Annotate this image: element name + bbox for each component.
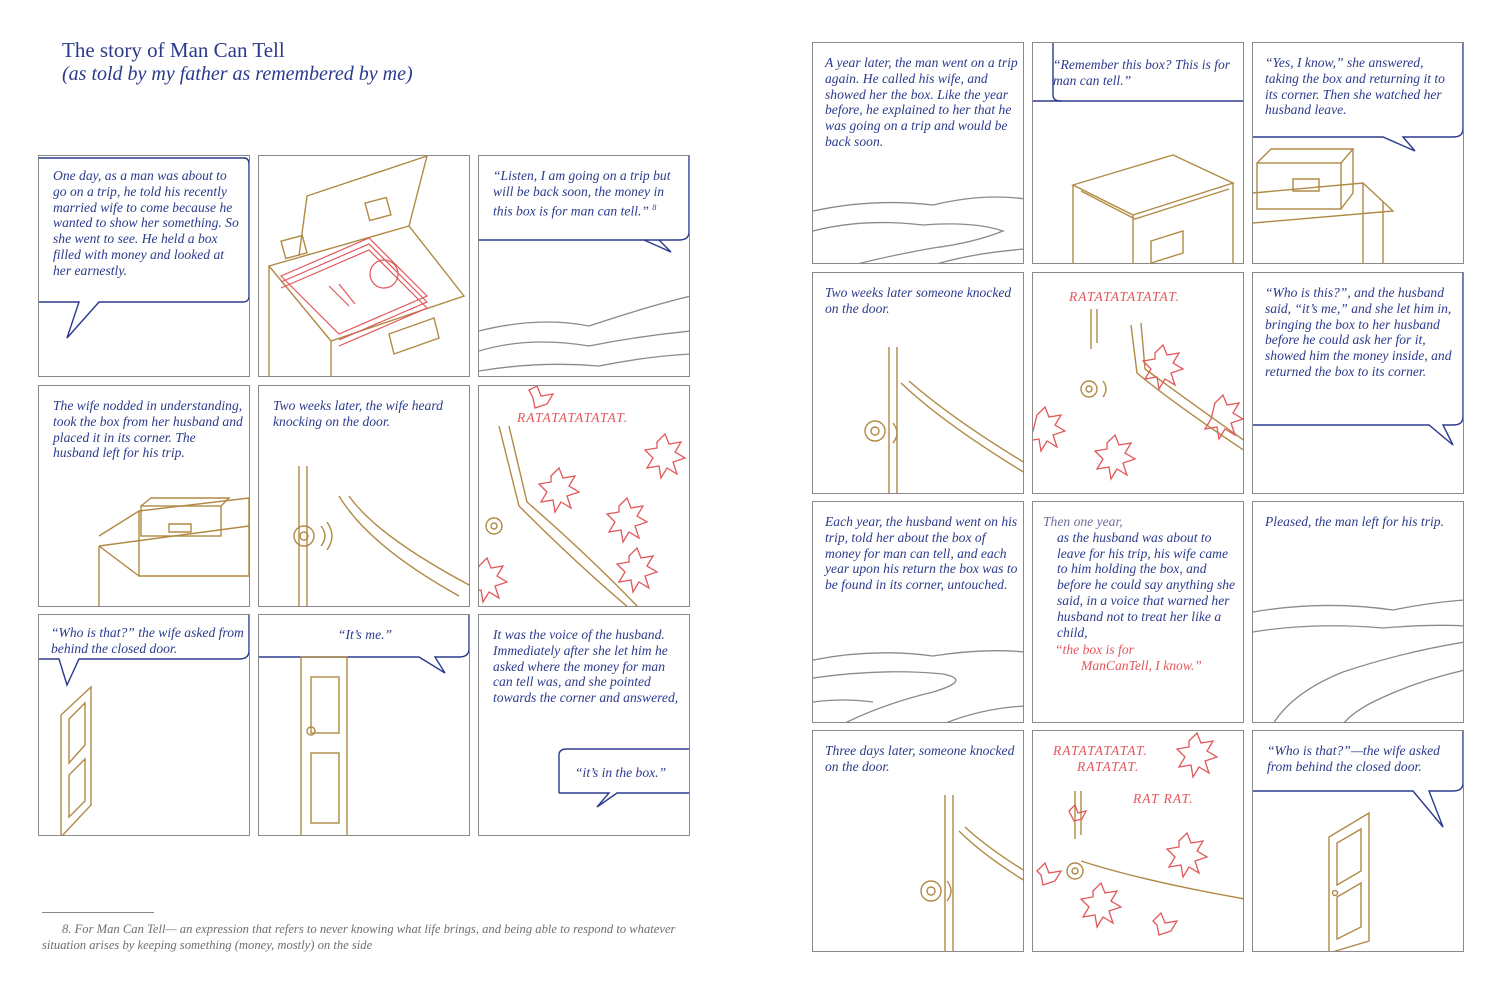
page-title: The story of Man Can Tell <box>62 38 285 62</box>
panel-r12: “Who is that?”—the wife asked from behin… <box>1252 730 1464 952</box>
panel-4: The wife nodded in understanding, took t… <box>38 385 250 607</box>
panel-9: It was the voice of the husband. Immedia… <box>478 614 690 836</box>
panel-r8-line1: Then one year, <box>1043 514 1123 529</box>
landscape-illustration <box>813 196 1023 263</box>
panel-9-quote: “it’s in the box.” <box>575 765 667 780</box>
panel-r12-text: “Who is that?”—the wife asked from behin… <box>1267 743 1440 774</box>
footnote-text: 8. For Man Can Tell— an expression that … <box>42 922 676 952</box>
panel-r9-text: Pleased, the man left for his trip. <box>1265 514 1444 529</box>
panel-3-text: “Listen, I am going on a trip but will b… <box>493 168 683 219</box>
speech-bubble-icon <box>1253 731 1463 951</box>
speech-bubble-icon <box>558 748 689 808</box>
panel-r3: “Yes, I know,” she answered, taking the … <box>1252 42 1464 264</box>
footnote-divider <box>42 912 154 913</box>
panel-1-text: One day, as a man was about to go on a t… <box>53 168 239 278</box>
speech-bubble-icon <box>1033 43 1244 263</box>
door-knob-illustration <box>864 347 1023 493</box>
speech-bubble-icon <box>1253 273 1463 446</box>
panel-r4: Two weeks later someone knocked on the d… <box>812 272 1024 494</box>
door-knob-illustration <box>920 795 1023 951</box>
landscape-illustration <box>1253 599 1463 722</box>
panel-r8-body: as the husband was about to leave for hi… <box>1057 529 1236 640</box>
panel-5-text: Two weeks later, the wife heard knocking… <box>273 398 443 429</box>
panel-r7: Each year, the husband went on his trip,… <box>812 501 1024 723</box>
left-page: The story of Man Can Tell (as told by my… <box>38 38 692 953</box>
panel-r6: “Who is this?”, and the husband said, “i… <box>1252 272 1464 494</box>
panel-r9: Pleased, the man left for his trip. <box>1252 501 1464 723</box>
speech-bubble-icon <box>259 615 469 835</box>
panel-r11: RATATATATAT. RATATAT. RAT RAT. <box>1032 730 1244 952</box>
knocking-burst-illustration <box>1036 731 1243 936</box>
panel-r2-text: “Remember this box? This is for man can … <box>1053 57 1231 88</box>
panel-6: RATATATATATAT. <box>478 385 690 607</box>
panel-7-text: “Who is that?” the wife asked from behin… <box>51 625 244 656</box>
panel-r8: Then one year, as the husband was about … <box>1032 501 1244 723</box>
knocking-burst-illustration <box>1033 309 1243 481</box>
panel-r11-sfx-2: RATATAT. <box>1077 759 1140 774</box>
panel-r2: “Remember this box? This is for man can … <box>1032 42 1244 264</box>
panel-r8-text: Then one year, as the husband was about … <box>1043 514 1238 640</box>
panel-5: Two weeks later, the wife heard knocking… <box>258 385 470 607</box>
landscape-illustration <box>813 650 1023 722</box>
panel-3: “Listen, I am going on a trip but will b… <box>478 155 690 377</box>
panel-r1: A year later, the man went on a trip aga… <box>812 42 1024 264</box>
panel-r10: Three days later, someone knocked on the… <box>812 730 1024 952</box>
money-box-illustration <box>267 156 466 376</box>
panel-8: “It’s me.” <box>258 614 470 836</box>
panel-r8-quote1: “the box is for <box>1055 642 1134 657</box>
box-on-table-illustration <box>98 497 249 606</box>
panel-r8-quote2: ManCanTell, I know.” <box>1081 658 1202 673</box>
panel-8-text: “It’s me.” <box>337 627 393 642</box>
panel-r11-sfx-1: RATATATATAT. <box>1053 743 1148 758</box>
panel-7: “Who is that?” the wife asked from behin… <box>38 614 250 836</box>
knocking-burst-illustration <box>479 386 687 606</box>
panel-r4-text: Two weeks later someone knocked on the d… <box>825 285 1012 316</box>
footnote-marker[interactable]: 8 <box>652 202 657 212</box>
footnote: 8. For Man Can Tell— an expression that … <box>42 922 692 953</box>
panel-9-text: It was the voice of the husband. Immedia… <box>493 627 679 706</box>
panel-r7-text: Each year, the husband went on his trip,… <box>825 514 1018 593</box>
panel-1: One day, as a man was about to go on a t… <box>38 155 250 377</box>
panel-r11-sfx-3: RAT RAT. <box>1133 791 1194 806</box>
panel-r1-text: A year later, the man went on a trip aga… <box>825 55 1018 149</box>
panel-2 <box>258 155 470 377</box>
speech-bubble-icon <box>1253 43 1463 263</box>
right-page: A year later, the man went on a trip aga… <box>750 0 1500 994</box>
door-knob-illustration <box>293 466 469 606</box>
panel-6-sfx: RATATATATATAT. <box>517 410 629 425</box>
panel-r10-text: Three days later, someone knocked on the… <box>825 743 1015 774</box>
panel-r5-sfx: RATATATATATAT. <box>1069 289 1181 304</box>
panel-r3-text: “Yes, I know,” she answered, taking the … <box>1265 55 1445 118</box>
panel-4-text: The wife nodded in understanding, took t… <box>53 398 243 461</box>
page-subtitle: (as told by my father as remembered by m… <box>62 63 413 85</box>
panel-r6-text: “Who is this?”, and the husband said, “i… <box>1265 285 1452 379</box>
panel-3-quote: “Listen, I am going on a trip but will b… <box>493 168 671 219</box>
speech-bubble-icon <box>39 615 249 835</box>
panel-r5: RATATATATATAT. <box>1032 272 1244 494</box>
